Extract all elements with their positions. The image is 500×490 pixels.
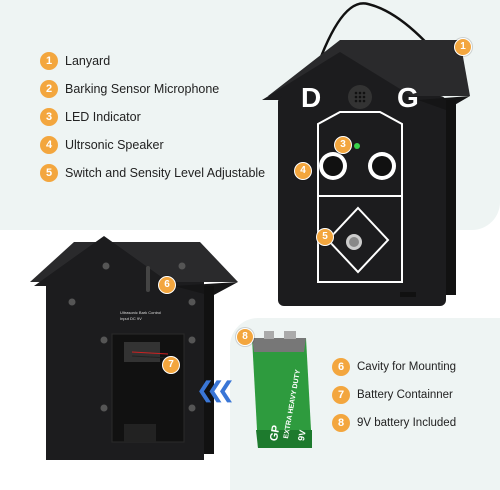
back-label-line-2: Input DC 9V xyxy=(120,316,142,321)
badge-number: 8 xyxy=(332,414,350,432)
legend-label: Cavity for Mounting xyxy=(357,361,457,373)
callout-switch: 5 xyxy=(316,228,334,246)
callout-speaker: 4 xyxy=(294,162,312,180)
legend-label: Barking Sensor Microphone xyxy=(65,82,220,96)
legend-label: Lanyard xyxy=(65,54,111,68)
legend-item-speaker: 4 Ultrsonic Speaker xyxy=(40,136,300,154)
legend-item-microphone: 2 Barking Sensor Microphone xyxy=(40,80,300,98)
legend-item-led: 3 LED Indicator xyxy=(40,108,300,126)
legend-label: 9V battery Included xyxy=(357,417,457,429)
legend-item-cavity: 6 Cavity for Mounting xyxy=(332,358,482,376)
callout-mounting-cavity: 6 xyxy=(158,276,176,294)
badge-number: 6 xyxy=(332,358,350,376)
logo-letter-g: G xyxy=(397,82,419,113)
legend-item-switch: 5 Switch and Sensity Level Adjustable xyxy=(40,164,300,182)
battery-illustration xyxy=(252,331,312,448)
legend-label: Ultrsonic Speaker xyxy=(65,138,164,152)
callout-battery: 8 xyxy=(236,328,254,346)
badge-number: 7 xyxy=(332,386,350,404)
legend-label: LED Indicator xyxy=(65,110,141,124)
logo-letter-d: D xyxy=(301,82,322,113)
legend-label: Battery Containner xyxy=(357,389,453,401)
callout-led: 3 xyxy=(334,136,352,154)
front-device xyxy=(262,40,470,306)
badge-number: 3 xyxy=(40,108,58,126)
back-device xyxy=(30,236,238,460)
badge-number: 4 xyxy=(40,136,58,154)
callout-lanyard: 1 xyxy=(454,38,472,56)
badge-number: 1 xyxy=(40,52,58,70)
legend-label: Switch and Sensity Level Adjustable xyxy=(65,166,266,180)
legend-item-9v-battery: 8 9V battery Included xyxy=(332,414,482,432)
badge-number: 2 xyxy=(40,80,58,98)
callout-battery-container: 7 xyxy=(162,356,180,374)
back-label-line-1: Ultrasonic Bark Control xyxy=(120,310,162,315)
insert-direction-arrows-icon: ❮❮❮ xyxy=(196,377,235,402)
legend-item-battery-container: 7 Battery Containner xyxy=(332,386,482,404)
battery-voltage: 9V xyxy=(296,429,308,442)
badge-number: 5 xyxy=(40,164,58,182)
legend-item-lanyard: 1 Lanyard xyxy=(40,52,300,70)
